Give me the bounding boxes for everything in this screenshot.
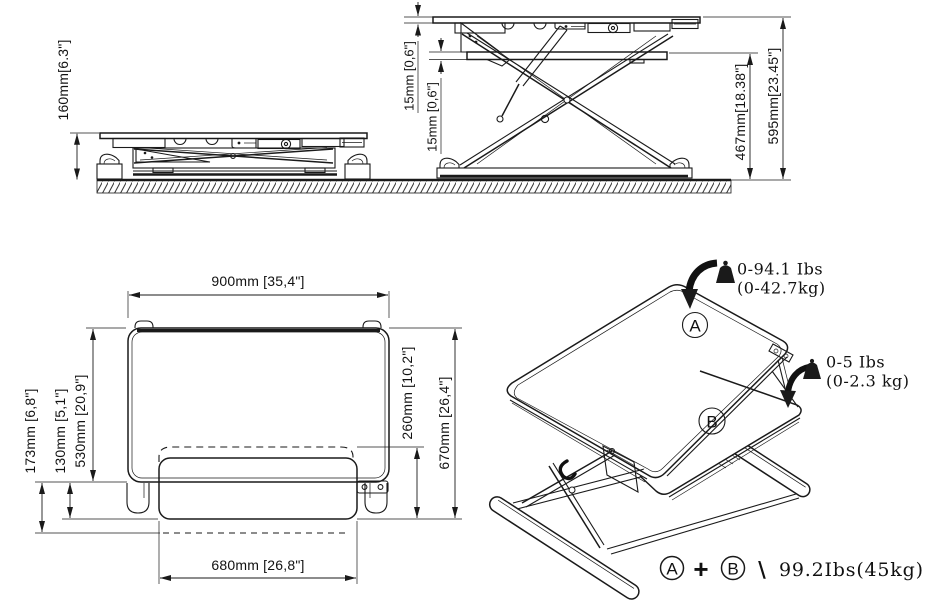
dim-label-130mm: 130mm [5,1"] bbox=[52, 388, 68, 473]
label-b-text: B bbox=[706, 413, 717, 432]
dim-label-670mm: 670mm [26,4"] bbox=[436, 376, 452, 469]
dim-label-530mm: 530mm [20,9"] bbox=[72, 374, 88, 467]
total-capacity-formula: A + B \ 99.2Ibs(45kg) bbox=[659, 554, 924, 584]
surface-b-capacity-kg: (0-2.3 kg) bbox=[826, 372, 910, 391]
dim-label-467mm: 467mm[18.38"] bbox=[732, 63, 748, 160]
dim-tray-offset: 130mm [5,1"] bbox=[52, 388, 158, 520]
dim-lowered-height: 160mm[6.3"] bbox=[55, 39, 99, 180]
dim-raised-overall-height: 595mm[23.45"] bbox=[703, 16, 791, 181]
rotate-arrow-a-icon bbox=[685, 259, 718, 292]
label-b-badge: B bbox=[698, 407, 726, 435]
dim-label-173mm: 173mm [6,8"] bbox=[22, 388, 38, 473]
dim-label-595mm: 595mm[23.45"] bbox=[765, 47, 781, 144]
lowered-desk-drawing bbox=[96, 132, 371, 180]
label-a-badge: A bbox=[681, 311, 709, 339]
weight-a-icon bbox=[716, 260, 735, 283]
dim-tray-depth: 260mm [10,2"] bbox=[357, 346, 424, 518]
dim-label-900mm: 900mm [35,4"] bbox=[211, 273, 304, 289]
surface-b-capacity: 0-5 Ibs (0-2.3 kg) bbox=[780, 353, 910, 408]
dim-overall-depth: 670mm [26,4"] bbox=[357, 327, 462, 520]
dim-label-260mm: 260mm [10,2"] bbox=[399, 346, 415, 439]
surface-a-capacity-lbs: 0-94.1 Ibs bbox=[737, 260, 823, 279]
dim-tray-width: 680mm [26,8"] bbox=[158, 521, 358, 584]
floor-hatch bbox=[96, 178, 732, 194]
plus-icon: + bbox=[693, 554, 708, 584]
dim-label-160mm: 160mm[6.3"] bbox=[55, 39, 71, 120]
dim-label-15mm-top: 15mm [0,6"] bbox=[402, 41, 417, 111]
isometric-view: A B 0-94.1 Ibs (0-42.7kg) 0-5 Ibs bbox=[488, 259, 924, 600]
formula-total-text: 99.2Ibs(45kg) bbox=[779, 559, 924, 581]
side-view-lowered: 160mm[6.3"] bbox=[55, 39, 371, 180]
dim-tray-extension: 173mm [6,8"] bbox=[22, 388, 160, 534]
surface-a-capacity-kg: (0-42.7kg) bbox=[737, 279, 826, 298]
dim-raised-tray-thickness: 15mm [0,6"] bbox=[425, 38, 467, 154]
formula-a-text: A bbox=[666, 560, 678, 579]
surface-b-capacity-lbs: 0-5 Ibs bbox=[826, 353, 885, 372]
dim-raised-platform-thickness: 15mm [0,6"] bbox=[402, 2, 433, 113]
weight-b-icon bbox=[803, 358, 821, 379]
dim-raised-keyboard-height: 467mm[18.38"] bbox=[669, 52, 758, 179]
dim-label-15mm-tray: 15mm [0,6"] bbox=[425, 82, 440, 152]
dim-label-680mm: 680mm [26,8"] bbox=[211, 557, 304, 573]
raised-desk-drawing bbox=[432, 16, 701, 179]
iso-desk-drawing bbox=[488, 284, 811, 600]
surface-a-capacity: 0-94.1 Ibs (0-42.7kg) bbox=[681, 259, 826, 309]
side-view-raised: 15mm [0,6"] 15mm [0,6"] 467mm[18.38"] 59… bbox=[402, 2, 791, 181]
top-view: 900mm [35,4"] 530mm [20,9"] 130mm [5,1"]… bbox=[22, 273, 462, 584]
dim-top-depth: 530mm [20,9"] bbox=[35, 327, 127, 483]
dim-top-width: 900mm [35,4"] bbox=[127, 273, 390, 318]
top-view-drawing bbox=[126, 320, 390, 534]
formula-b-text: B bbox=[727, 560, 738, 579]
label-a-text: A bbox=[689, 317, 701, 336]
backslash-separator: \ bbox=[758, 557, 766, 582]
